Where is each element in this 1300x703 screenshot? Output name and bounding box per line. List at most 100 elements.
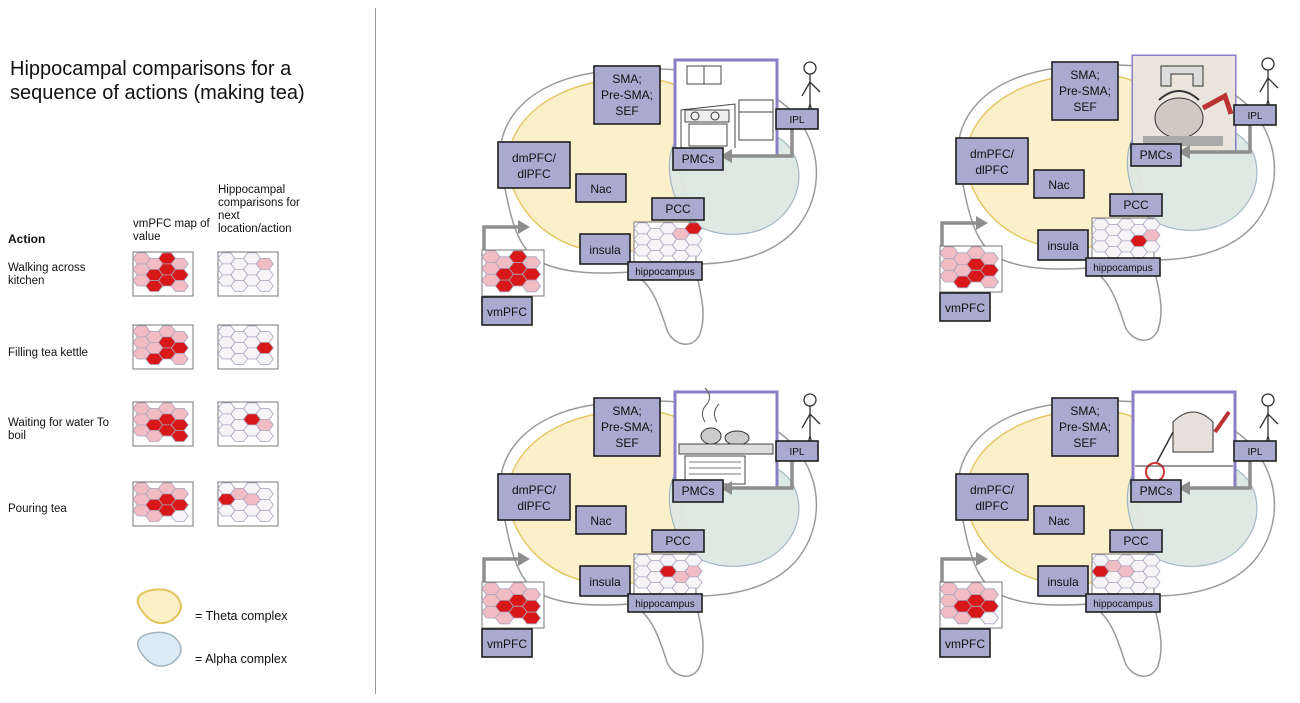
- hex-cell: [979, 600, 1000, 613]
- svg-text:PCC: PCC: [665, 534, 691, 548]
- hex-cell: [255, 353, 274, 365]
- hex-cell: [255, 499, 274, 511]
- insula-box: insula: [1037, 565, 1089, 597]
- svg-text:hippocampus: hippocampus: [1093, 263, 1152, 274]
- svg-text:Pre-SMA;: Pre-SMA;: [601, 420, 653, 434]
- hex-cell: [521, 256, 542, 269]
- ipl-to-pmcs-arrow: [730, 125, 794, 158]
- hex-cell: [170, 408, 189, 420]
- nac-box: Nac: [1033, 505, 1085, 535]
- svg-text:PMCs: PMCs: [682, 484, 715, 498]
- hex-cell: [684, 222, 703, 235]
- hex-cell: [255, 342, 274, 354]
- pmcs-box: PMCs: [672, 479, 724, 503]
- svg-text:dmPFC/: dmPFC/: [970, 147, 1015, 161]
- sma-box: SMA; Pre-SMA; SEF: [593, 65, 661, 125]
- pcc-box: PCC: [651, 529, 705, 553]
- hippo-comparison-map-1: [217, 324, 279, 370]
- vmpfc-value-map-3: [132, 481, 194, 527]
- vmpfc-column-header: vmPFC map of value: [133, 218, 210, 243]
- hex-cell: [684, 233, 703, 246]
- hippo-comparison-map-0: [217, 251, 279, 297]
- brain-panel-kettle: SMA; Pre-SMA; SEF dmPFC/ dlPFC Nac PCC P…: [939, 54, 1279, 341]
- nac-box: Nac: [575, 505, 627, 535]
- hex-cell: [255, 419, 274, 431]
- hex-cell: [255, 408, 274, 420]
- vmpfc-hex-grid: [481, 581, 545, 629]
- hex-cell: [170, 258, 189, 270]
- hippo-column-header: Hippocampal comparisons for next locatio…: [218, 184, 300, 235]
- row-label-kettle: Filling tea kettle: [8, 347, 88, 359]
- svg-text:SEF: SEF: [1073, 436, 1096, 450]
- svg-text:hippocampus: hippocampus: [635, 599, 694, 610]
- scene-illustration: [678, 387, 774, 485]
- hex-cell: [255, 280, 274, 292]
- row-label-walking: Walking across kitchen: [8, 262, 86, 287]
- ipl-to-pmcs-arrow: [1188, 121, 1252, 154]
- svg-text:Pre-SMA;: Pre-SMA;: [1059, 420, 1111, 434]
- hex-cell: [170, 342, 189, 354]
- hex-cell: [170, 269, 189, 281]
- vmpfc-value-map-2: [132, 401, 194, 447]
- hippocampus-hex-grid: [633, 221, 703, 263]
- dmpfc-box: dmPFC/ dlPFC: [955, 473, 1029, 521]
- hippo-comparison-map-2: [217, 401, 279, 447]
- hex-cell: [979, 252, 1000, 265]
- hex-cell: [979, 264, 1000, 277]
- svg-text:IPL: IPL: [789, 447, 804, 458]
- hex-cell: [979, 275, 1000, 289]
- panel-divider: [375, 8, 376, 694]
- svg-text:IPL: IPL: [1247, 447, 1262, 458]
- svg-text:Pre-SMA;: Pre-SMA;: [1059, 84, 1111, 98]
- hippocampus-box: hippocampus: [1085, 257, 1161, 277]
- scene-illustration: [1133, 56, 1235, 152]
- hex-cell: [170, 488, 189, 500]
- action-hex-grids: [132, 251, 279, 667]
- insula-box: insula: [1037, 229, 1089, 261]
- hex-cell: [255, 510, 274, 522]
- svg-text:insula: insula: [589, 243, 621, 257]
- hex-cell: [521, 588, 542, 601]
- brain-panel-pouring: SMA; Pre-SMA; SEF dmPFC/ dlPFC Nac PCC P…: [939, 390, 1279, 677]
- alpha-legend-swatch: [137, 631, 182, 667]
- sma-box: SMA; Pre-SMA; SEF: [1051, 397, 1119, 457]
- svg-text:dmPFC/: dmPFC/: [512, 151, 557, 165]
- hippocampus-hex-grid: [1091, 553, 1161, 595]
- row-label-waiting: Waiting for water To boil: [8, 417, 109, 442]
- vmpfc-hex-grid: [481, 249, 545, 297]
- hex-cell: [170, 353, 189, 365]
- hex-cell: [1142, 576, 1161, 589]
- hex-cell: [170, 331, 189, 343]
- pmcs-box: PMCs: [1130, 479, 1182, 503]
- svg-text:IPL: IPL: [1247, 111, 1262, 122]
- svg-text:SMA;: SMA;: [612, 72, 641, 86]
- vmpfc-to-frontal-arrow: [940, 221, 978, 246]
- hex-cell: [255, 269, 274, 281]
- svg-text:dmPFC/: dmPFC/: [512, 483, 557, 497]
- ipl-to-pmcs-arrow: [730, 457, 794, 490]
- svg-text:PMCs: PMCs: [682, 152, 715, 166]
- svg-text:SEF: SEF: [615, 104, 638, 118]
- vmpfc-value-map-1: [132, 324, 194, 370]
- svg-text:Nac: Nac: [1048, 514, 1069, 528]
- hex-cell: [521, 600, 542, 613]
- scene-frame: [673, 58, 779, 158]
- svg-text:hippocampus: hippocampus: [1093, 599, 1152, 610]
- svg-text:dlPFC: dlPFC: [517, 499, 551, 513]
- dmpfc-box: dmPFC/ dlPFC: [497, 473, 571, 521]
- nac-box: Nac: [575, 173, 627, 203]
- hex-cell: [684, 244, 703, 257]
- svg-text:insula: insula: [1047, 575, 1079, 589]
- svg-text:vmPFC: vmPFC: [487, 637, 527, 651]
- vmpfc-box: vmPFC: [939, 292, 991, 322]
- svg-text:Nac: Nac: [1048, 178, 1069, 192]
- legend-alpha-label: = Alpha complex: [195, 652, 288, 666]
- sma-box: SMA; Pre-SMA; SEF: [593, 397, 661, 457]
- vmpfc-box: vmPFC: [481, 296, 533, 326]
- hex-cell: [255, 331, 274, 343]
- hex-cell: [255, 258, 274, 270]
- hex-cell: [170, 510, 189, 522]
- hex-cell: [255, 488, 274, 500]
- hex-cell: [255, 430, 274, 442]
- insula-box: insula: [579, 565, 631, 597]
